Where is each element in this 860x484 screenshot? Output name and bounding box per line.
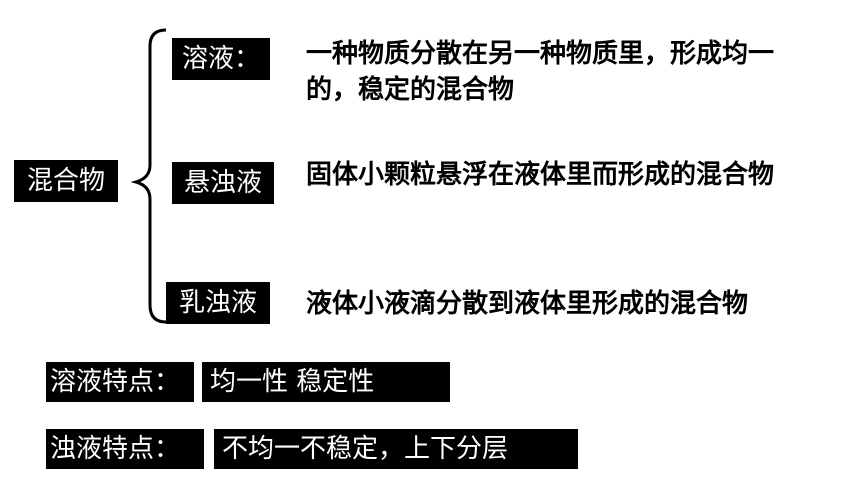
branch-definition-emulsion: 液体小液滴分散到液体里形成的混合物 (306, 286, 748, 322)
branch-definition-solution: 一种物质分散在另一种物质里，形成均一 的，稳定的混合物 (306, 36, 774, 108)
branch-label-emulsion: 乳浊液 (166, 282, 270, 324)
branch-label-solution: 溶液： (172, 38, 270, 80)
feature-label-solution: 溶液特点： (46, 362, 194, 402)
feature-label-turbid: 浊液特点： (46, 429, 204, 469)
branch-definition-suspension: 固体小颗粒悬浮在液体里而形成的混合物 (306, 157, 774, 193)
definition-line: 固体小颗粒悬浮在液体里而形成的混合物 (306, 160, 775, 190)
definition-line: 的，稳定的混合物 (306, 75, 515, 105)
feature-value-solution: 均一性 稳定性 (202, 362, 450, 402)
root-label: 混合物 (14, 160, 118, 202)
definition-line: 液体小液滴分散到液体里形成的混合物 (306, 289, 749, 319)
branch-label-suspension: 悬浊液 (172, 162, 274, 204)
feature-value-turbid: 不均一不稳定，上下分层 (214, 429, 578, 469)
definition-line: 一种物质分散在另一种物质里，形成均一 (306, 39, 775, 69)
